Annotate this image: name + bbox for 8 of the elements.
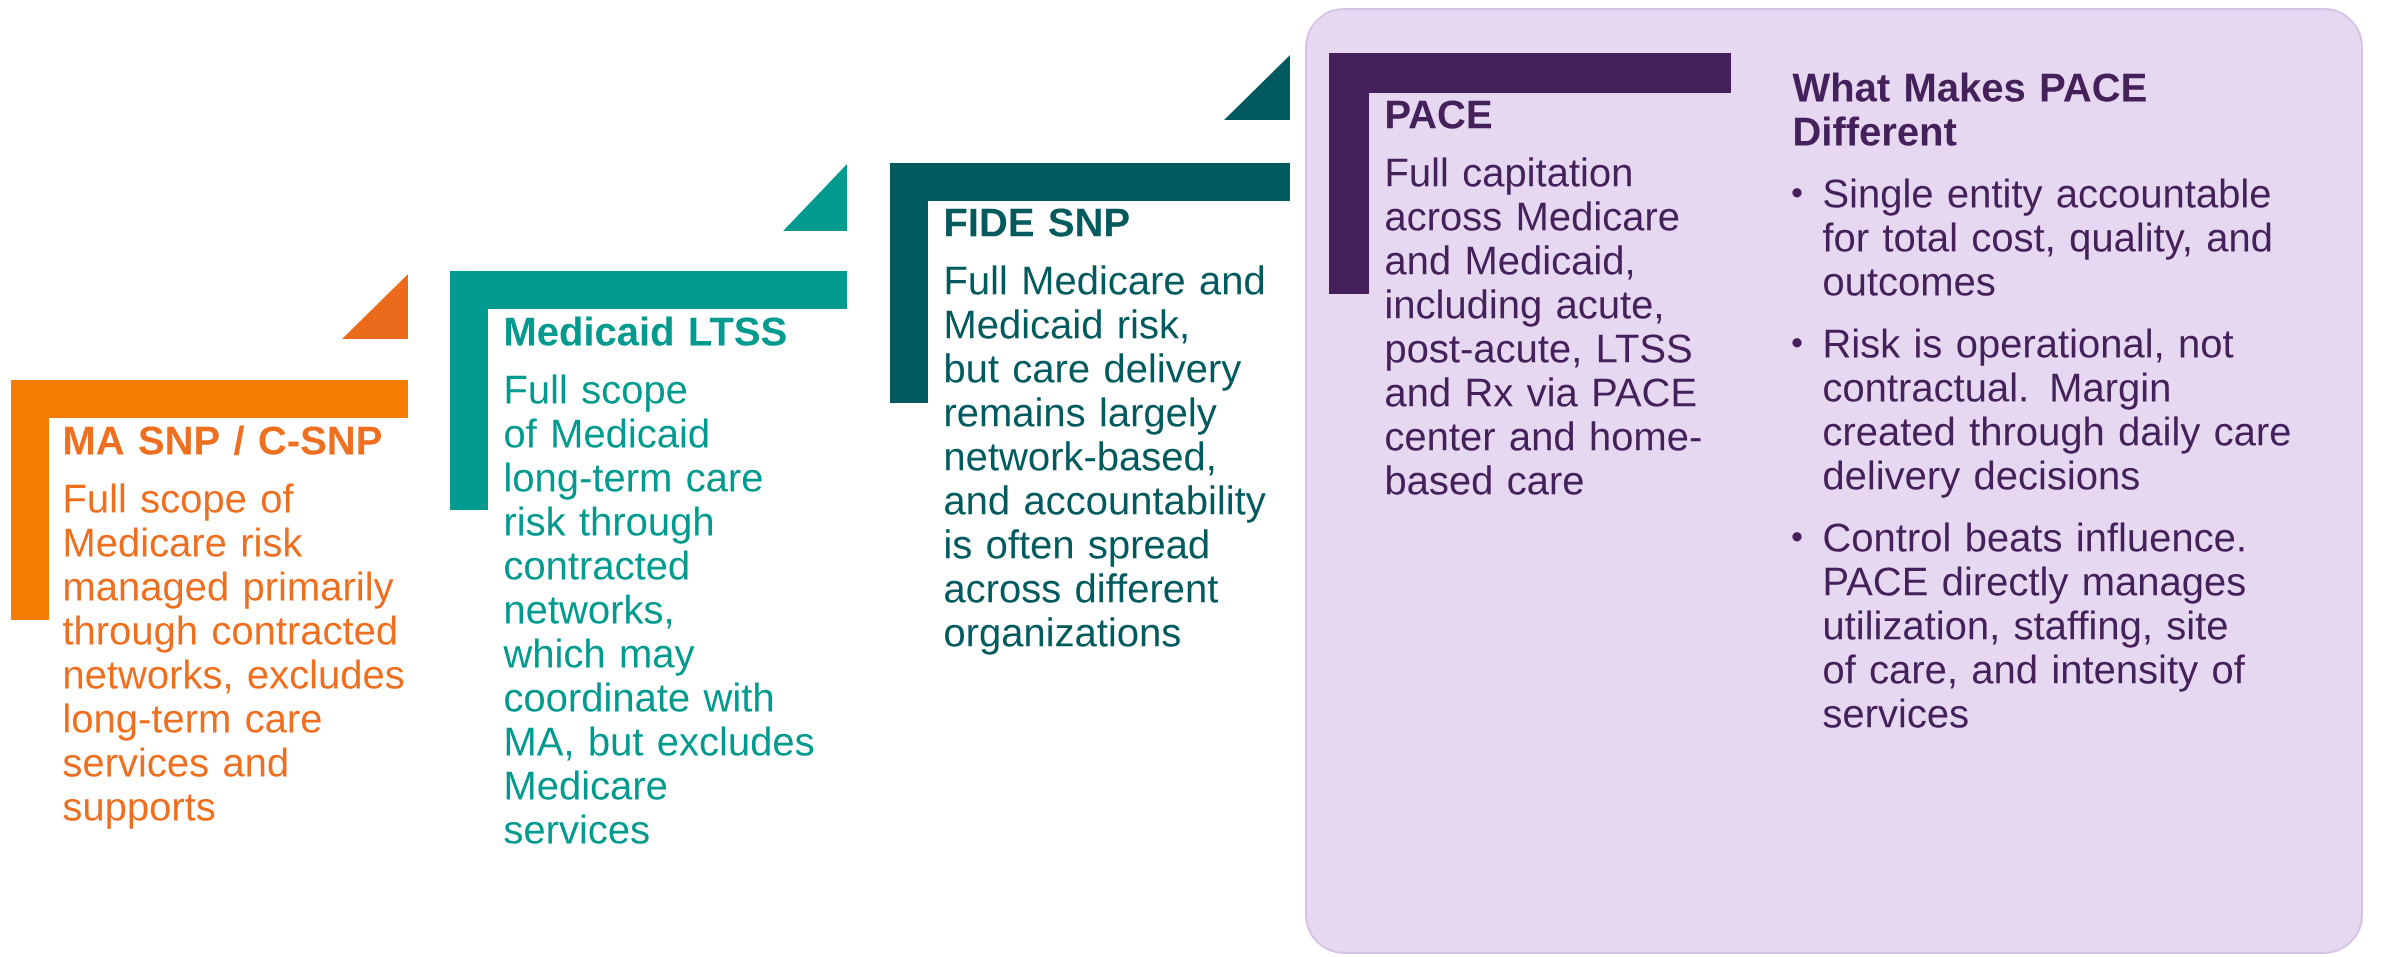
node-label: including acute, post-acute, LTSS and Rx via PACE center and home-based care xyxy=(1386,289,1701,495)
step-box: Medicaid LTSS Full scope of Medicaid long-term care risk through contracted networks, which may coordinate with MA, but excludes Medicare services xyxy=(450,271,847,844)
node-label: remains largely network-based, and accountability is often spread across different organizations xyxy=(945,397,1266,655)
step-box: PACE Full capitation across Medicare and Medicaid, including acute, post-acute, LTSS and Rx via PACE center and home-based care xyxy=(1329,53,1731,495)
step-box: FIDE SNP Full Medicare and Medicaid risk, but care delivery remains largely network-based, and accountability is often spread across different organizations xyxy=(890,163,1290,655)
step-box: MA SNP / C-SNP Full scope of Medicare risk managed primarily through contracted networks, excludes long-term care services and supports xyxy=(11,380,408,829)
node-label: risk through contracted networks, which may coordinate with MA, but excludes Medicare services xyxy=(503,506,814,844)
node-label: through contracted networks, excludes long-term care services and supports xyxy=(63,615,404,829)
